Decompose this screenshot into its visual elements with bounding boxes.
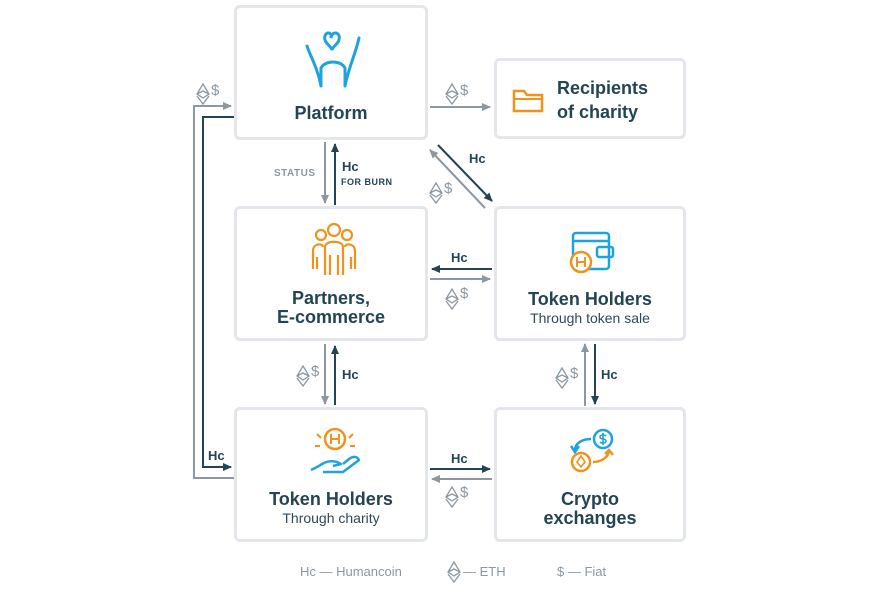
fiat-label: $ (444, 180, 453, 197)
legend-eth: — ETH (463, 564, 506, 579)
exchange-icon (569, 428, 614, 473)
fiat-label: $ (460, 484, 469, 501)
partners-node: Partners, E-commerce (234, 206, 428, 341)
arrow-platform-to-sale-hc (437, 144, 493, 202)
hc-label: Hc (469, 151, 486, 166)
status-label: STATUS (274, 168, 316, 179)
fiat-label: $ (460, 285, 469, 302)
heart-hands-icon (305, 31, 361, 88)
hc-label: Hc (601, 367, 618, 382)
eth-icon (445, 485, 459, 509)
arrow-sale-to-platform-fiat (429, 149, 486, 209)
wallet-coin-icon (569, 231, 615, 274)
hc-label: Hc (342, 367, 359, 382)
crypto-exchanges-title-line1: Crypto (561, 489, 619, 509)
arrow-platform-to-charity (202, 116, 234, 471)
token-holders-charity-subtitle: Through charity (282, 510, 380, 526)
recipients-node: Recipients of charity (494, 58, 686, 139)
platform-title: Platform (294, 103, 368, 123)
for-burn-label: FOR BURN (341, 177, 393, 187)
legend-fiat: $ — Fiat (557, 564, 607, 579)
eth-icon (555, 366, 569, 390)
token-holders-charity-node: Token Holders Through charity (234, 407, 428, 542)
eth-icon (296, 364, 310, 388)
fiat-label: $ (460, 82, 469, 99)
hc-label: Hc (342, 159, 359, 174)
recipients-title-line1: Recipients (557, 78, 649, 98)
eth-icon (445, 287, 459, 311)
folder-icon (512, 89, 544, 113)
crypto-exchanges-node: Crypto exchanges (494, 407, 686, 542)
fiat-label: $ (311, 363, 320, 380)
hc-label: Hc (451, 250, 468, 265)
people-group-icon (311, 222, 357, 275)
hand-coin-icon (310, 427, 361, 474)
eth-icon (445, 82, 459, 106)
arrow-charity-to-platform (193, 102, 234, 479)
eth-icon (429, 181, 443, 205)
partners-title-line1: Partners, (291, 288, 371, 308)
crypto-exchanges-title-line2: exchanges (543, 508, 637, 528)
fiat-label: $ (570, 365, 579, 382)
fiat-label: $ (211, 82, 220, 99)
platform-node: Platform (234, 5, 428, 140)
eth-icon (196, 82, 210, 106)
token-holders-sale-title: Token Holders (528, 289, 652, 309)
token-holders-sale-node: Token Holders Through token sale (494, 206, 686, 341)
hc-label: Hc (451, 451, 468, 466)
legend-hc: Hc — Humancoin (300, 564, 402, 579)
recipients-title-line2: of charity (557, 102, 639, 122)
token-holders-sale-subtitle: Through token sale (530, 310, 650, 326)
partners-title-line2: E-commerce (276, 307, 386, 327)
eth-icon (447, 560, 461, 584)
token-holders-charity-title: Token Holders (269, 489, 393, 509)
hc-label: Hc (208, 448, 225, 463)
